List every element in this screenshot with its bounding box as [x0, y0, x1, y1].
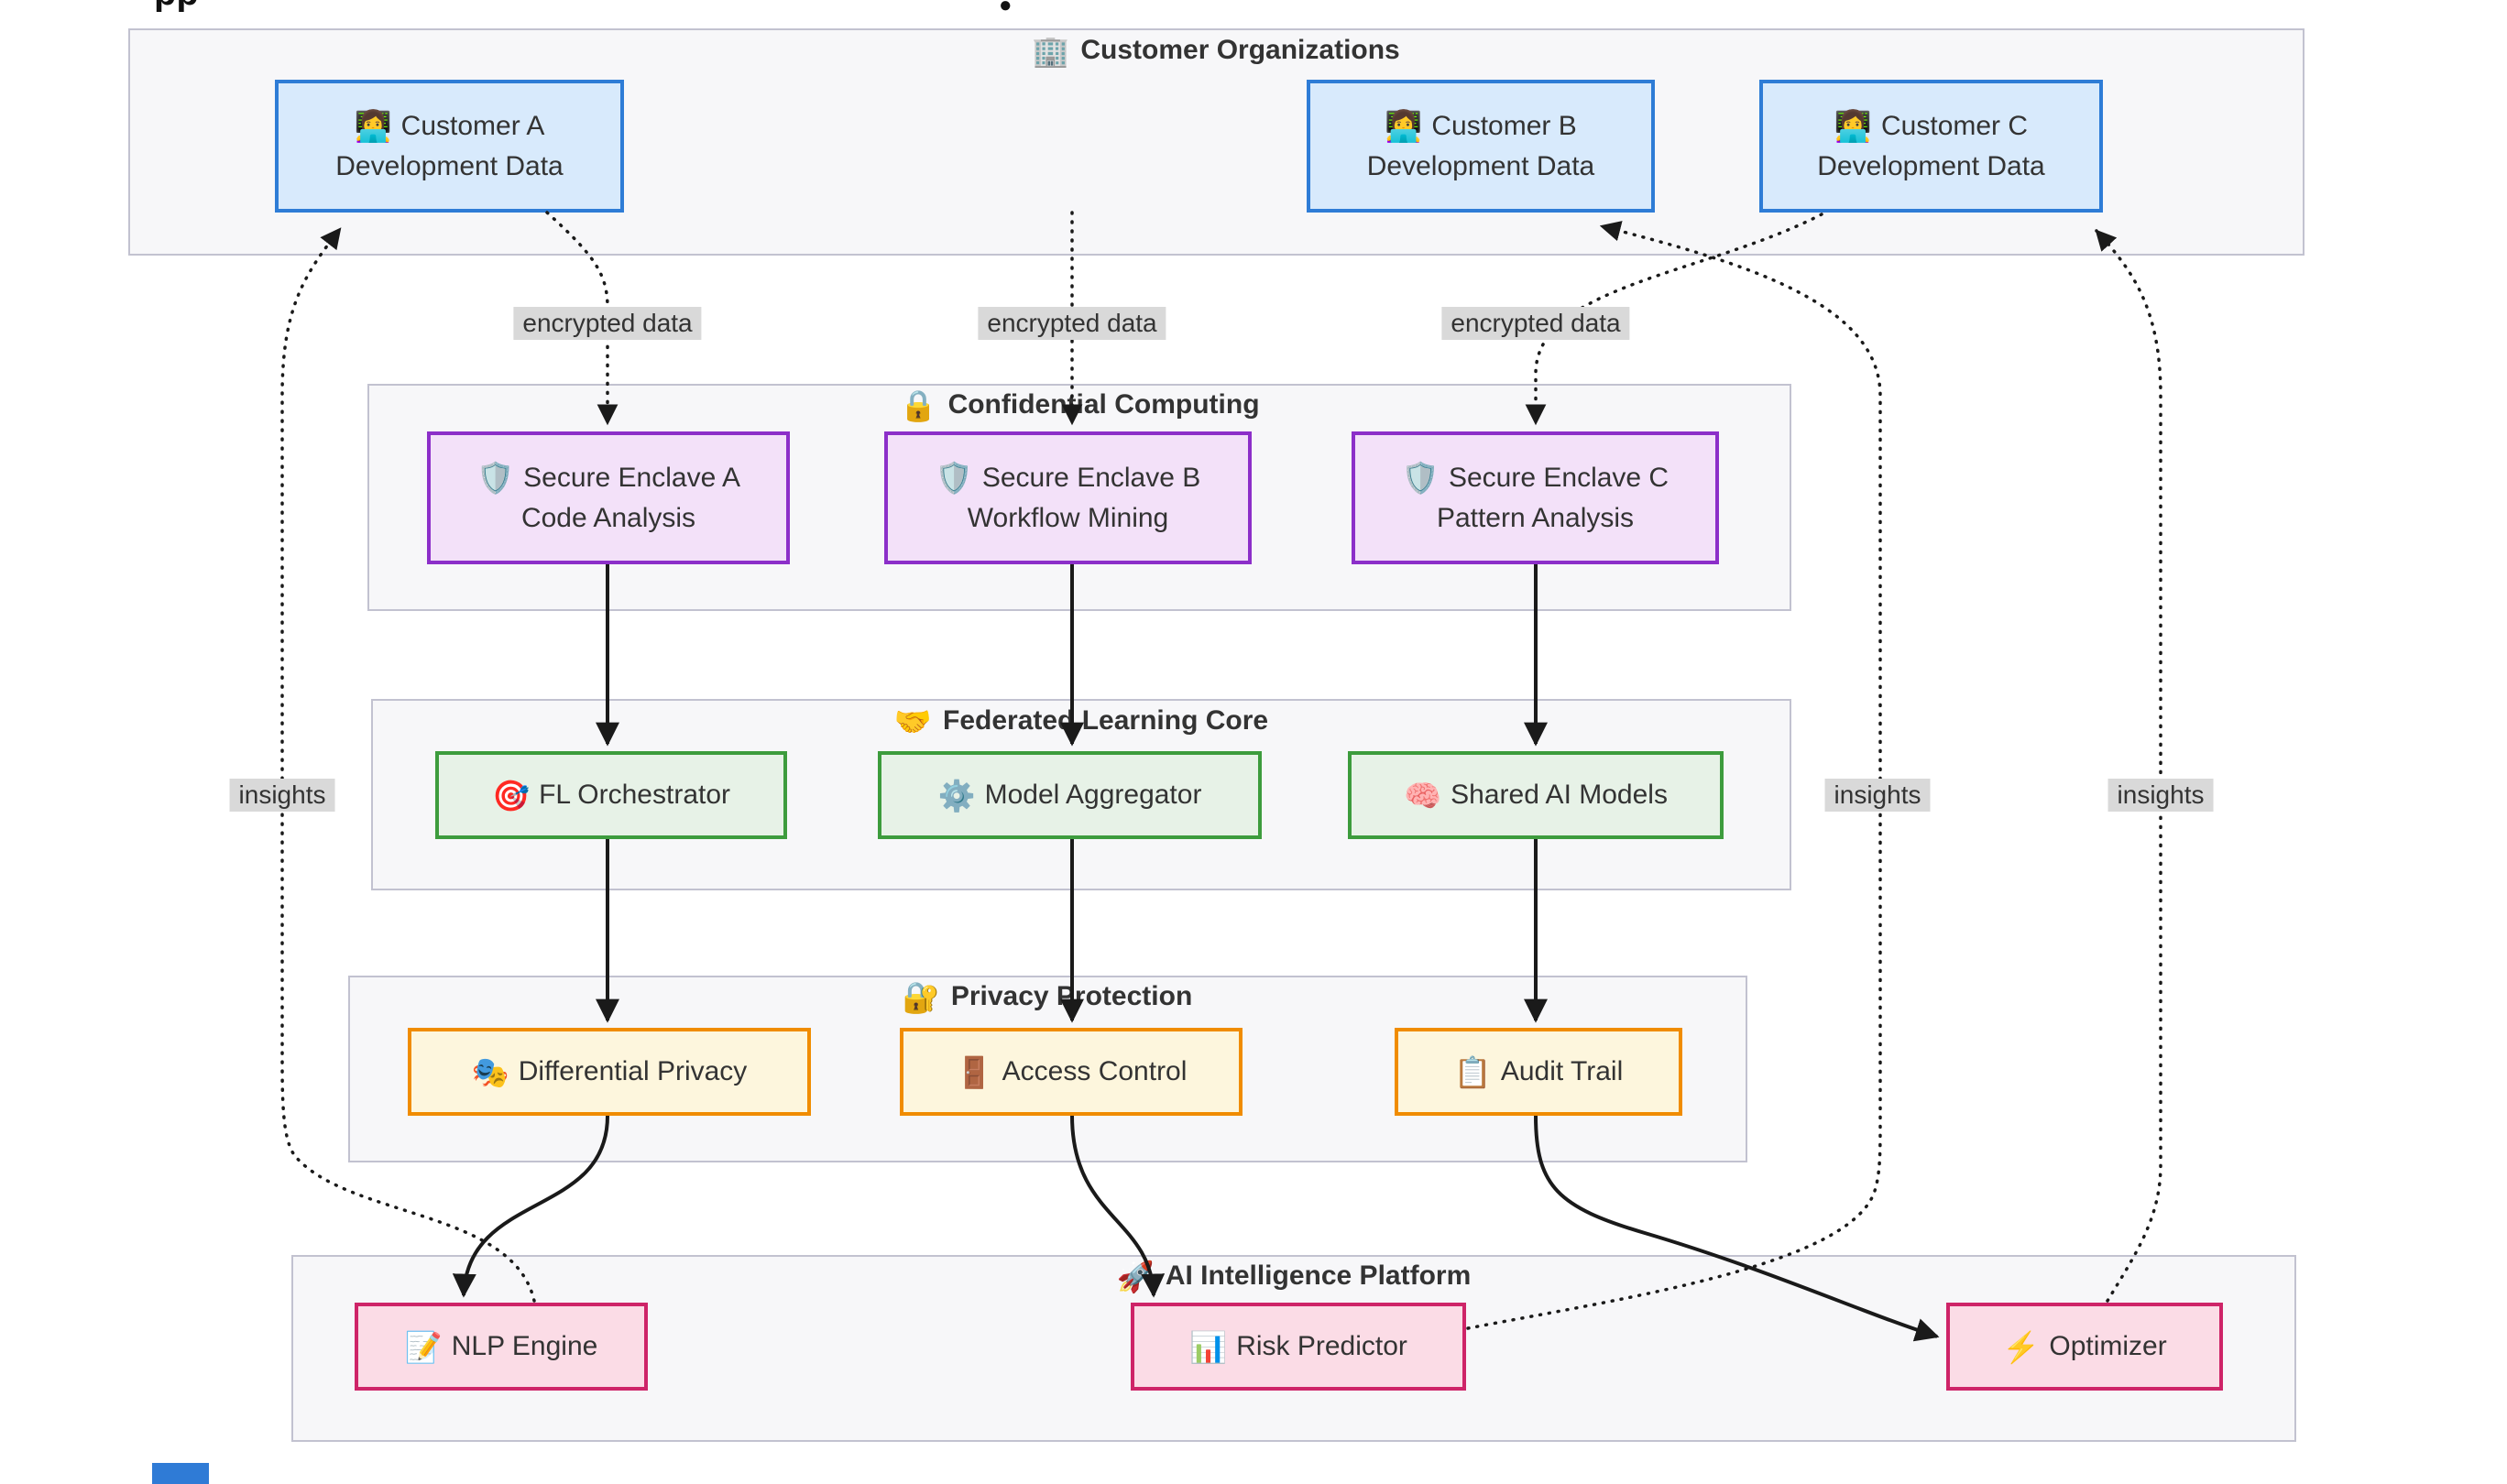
node-line: 👩‍💻 Customer A: [355, 106, 545, 147]
node-optimizer: ⚡ Optimizer: [1946, 1303, 2223, 1391]
node-line: 🛡️ Secure Enclave B: [936, 458, 1201, 498]
clipped-text: pp: [154, 0, 255, 12]
edge-label-encrypted-data-c: encrypted data: [1441, 307, 1630, 340]
bar-chart-icon: 📊: [1189, 1329, 1228, 1364]
node-secure-enclave-a: 🛡️ Secure Enclave A Code Analysis: [427, 431, 790, 564]
node-label-line2: Development Data: [1366, 150, 1595, 181]
clipped-heading-fragment-left: pp: [154, 0, 255, 12]
node-label: Differential Privacy: [518, 1056, 748, 1086]
brain-icon: 🧠: [1404, 778, 1442, 813]
node-risk-predictor: 📊 Risk Predictor: [1131, 1303, 1466, 1391]
node-fl-orchestrator: 🎯 FL Orchestrator: [435, 751, 787, 839]
node-label: Secure Enclave A: [523, 462, 740, 493]
shield-icon: 🛡️: [1401, 461, 1440, 495]
gear-icon: ⚙️: [937, 778, 976, 813]
node-label: Audit Trail: [1500, 1056, 1624, 1086]
group-title-text: AI Intelligence Platform: [1165, 1260, 1472, 1291]
group-title-text: Privacy Protection: [950, 981, 1193, 1011]
group-title-privacy-protection: 🔐 Privacy Protection: [903, 981, 1193, 1012]
node-label: NLP Engine: [451, 1331, 598, 1361]
group-title-text: Customer Organizations: [1080, 35, 1400, 65]
node-line: 🎯 FL Orchestrator: [492, 775, 730, 815]
edge-label-encrypted-data-b: encrypted data: [978, 307, 1166, 340]
node-line: 📊 Risk Predictor: [1189, 1326, 1407, 1367]
node-audit-trail: 📋 Audit Trail: [1395, 1028, 1682, 1116]
node-model-aggregator: ⚙️ Model Aggregator: [878, 751, 1262, 839]
node-label: FL Orchestrator: [539, 780, 731, 810]
edge-label-insights-a: insights: [229, 779, 335, 812]
node-shared-ai-models: 🧠 Shared AI Models: [1348, 751, 1724, 839]
node-label: Secure Enclave B: [981, 462, 1201, 493]
office-building-icon: 🏢: [1032, 33, 1070, 68]
node-label-line2: Development Data: [335, 150, 564, 181]
group-title-text: Confidential Computing: [947, 389, 1260, 420]
edge-label-encrypted-data-a: encrypted data: [513, 307, 702, 340]
node-line: 🎭 Differential Privacy: [472, 1052, 748, 1092]
masks-icon: 🎭: [471, 1054, 509, 1089]
node-label: Customer A: [400, 110, 545, 141]
node-label: Secure Enclave C: [1448, 462, 1670, 493]
shield-icon: 🛡️: [476, 461, 515, 495]
edge-label-insights-b: insights: [1824, 779, 1931, 812]
edge-optimizer-customerC-insights: [2095, 229, 2162, 1303]
door-icon: 🚪: [955, 1054, 993, 1089]
technologist-icon: 👩‍💻: [1834, 109, 1873, 143]
node-label: Risk Predictor: [1236, 1331, 1407, 1361]
node-customer-c: 👩‍💻 Customer C Development Data: [1759, 80, 2103, 213]
node-secure-enclave-c: 🛡️ Secure Enclave C Pattern Analysis: [1352, 431, 1719, 564]
node-line: 🛡️ Secure Enclave A: [476, 458, 740, 498]
node-label: Optimizer: [2049, 1331, 2167, 1361]
group-title-text: Federated Learning Core: [943, 705, 1269, 736]
clipped-heading-fragment-right: ●: [999, 0, 1035, 13]
group-title-ai-intelligence-platform: 🚀 AI Intelligence Platform: [1117, 1260, 1472, 1292]
node-access-control: 🚪 Access Control: [900, 1028, 1243, 1116]
node-label-line2: Code Analysis: [520, 502, 696, 533]
node-differential-privacy: 🎭 Differential Privacy: [408, 1028, 811, 1116]
locked-with-key-icon: 🔐: [902, 979, 940, 1014]
node-line: 👩‍💻 Customer C: [1834, 106, 2028, 147]
node-label: Shared AI Models: [1451, 780, 1668, 810]
edge-label-insights-c: insights: [2107, 779, 2214, 812]
group-title-federated-learning-core: 🤝 Federated Learning Core: [894, 705, 1268, 737]
node-label: Model Aggregator: [984, 780, 1202, 810]
node-label-line2: Workflow Mining: [967, 502, 1169, 533]
node-label: Access Control: [1002, 1056, 1188, 1086]
shield-icon: 🛡️: [935, 461, 973, 495]
node-line: 📋 Audit Trail: [1454, 1052, 1623, 1092]
memo-icon: 📝: [404, 1329, 443, 1364]
technologist-icon: 👩‍💻: [354, 109, 392, 143]
lock-icon: 🔒: [899, 387, 937, 422]
node-label: Customer B: [1431, 110, 1577, 141]
node-line: 🚪 Access Control: [956, 1052, 1188, 1092]
node-secure-enclave-b: 🛡️ Secure Enclave B Workflow Mining: [884, 431, 1252, 564]
node-customer-a: 👩‍💻 Customer A Development Data: [275, 80, 624, 213]
lightning-icon: ⚡: [2002, 1329, 2041, 1364]
node-label: Customer C: [1881, 110, 2029, 141]
node-customer-b: 👩‍💻 Customer B Development Data: [1307, 80, 1655, 213]
clipped-text: ●: [999, 0, 1013, 13]
handshake-icon: 🤝: [893, 704, 933, 738]
node-line: 🛡️ Secure Enclave C: [1402, 458, 1669, 498]
technologist-icon: 👩‍💻: [1385, 109, 1423, 143]
clipped-blue-element: [152, 1463, 209, 1484]
group-title-customer-organizations: 🏢 Customer Organizations: [1032, 35, 1399, 66]
target-icon: 🎯: [491, 778, 531, 813]
node-line: ⚡ Optimizer: [2002, 1326, 2166, 1367]
node-line: 👩‍💻 Customer B: [1385, 106, 1576, 147]
clipboard-icon: 📋: [1453, 1054, 1492, 1089]
node-label-line2: Pattern Analysis: [1436, 502, 1635, 533]
solid-edges: [452, 564, 1940, 1342]
node-label-line2: Development Data: [1817, 150, 2045, 181]
node-line: 📝 NLP Engine: [405, 1326, 598, 1367]
node-nlp-engine: 📝 NLP Engine: [355, 1303, 648, 1391]
group-title-confidential-computing: 🔒 Confidential Computing: [899, 389, 1259, 420]
node-line: 🧠 Shared AI Models: [1404, 775, 1668, 815]
rocket-icon: 🚀: [1116, 1259, 1155, 1293]
node-line: ⚙️ Model Aggregator: [938, 775, 1202, 815]
